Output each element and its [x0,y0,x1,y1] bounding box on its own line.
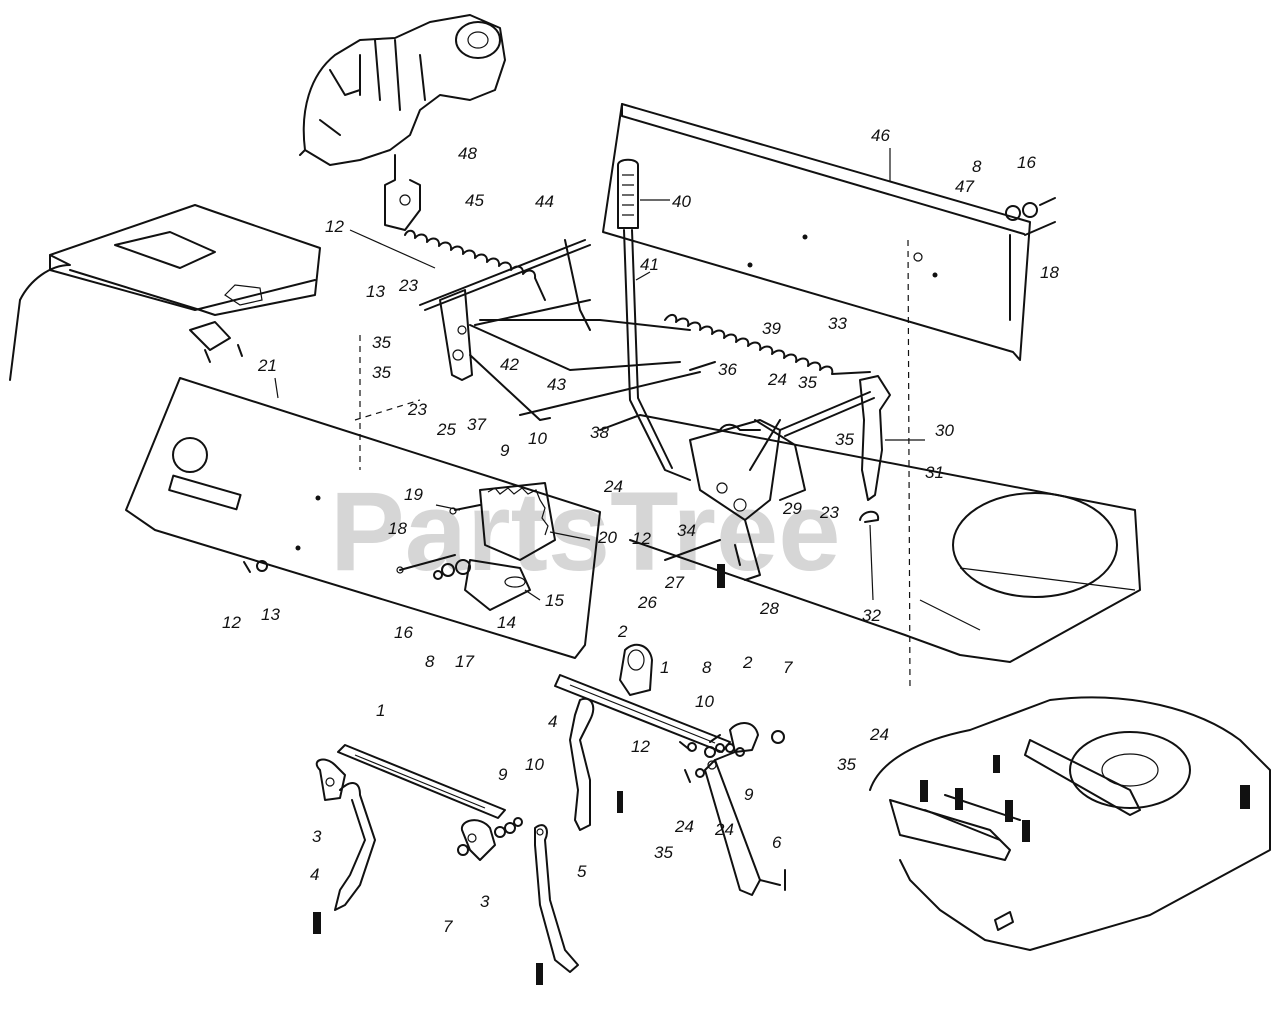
rod-33-arm-30 [779,375,891,523]
spring-39 [664,314,871,375]
part-label-35: 35 [835,430,854,449]
part-label-35: 35 [372,363,391,382]
part-label-32: 32 [862,606,881,625]
engine-assembly [299,14,506,166]
part-label-2: 2 [617,622,628,641]
part-label-14: 14 [497,613,516,632]
link-6 [679,734,786,896]
part-label-24: 24 [767,370,787,389]
part-label-35: 35 [837,755,856,774]
part-label-1: 1 [660,658,669,677]
deck-bar-left [313,744,523,934]
part-label-47: 47 [955,177,974,196]
part-label-13: 13 [366,282,385,301]
part-label-21: 21 [257,356,277,375]
part-label-48: 48 [458,144,477,163]
part-label-8: 8 [972,157,982,176]
part-label-18: 18 [1040,263,1059,282]
battery-tray [9,204,321,381]
lift-linkage [439,289,716,421]
part-label-35: 35 [654,843,673,862]
part-label-17: 17 [455,652,474,671]
mower-deck [869,696,1271,951]
part-label-7: 7 [783,658,793,677]
part-label-28: 28 [759,599,779,618]
part-label-16: 16 [394,623,413,642]
part-label-36: 36 [718,360,737,379]
part-label-3: 3 [312,827,322,846]
hardware-set-top-right [1005,197,1056,321]
rod-44 [419,239,591,331]
part-label-37: 37 [467,415,486,434]
part-label-31: 31 [925,463,944,482]
part-label-35: 35 [798,373,817,392]
part-label-24: 24 [869,725,889,744]
part-label-30: 30 [935,421,954,440]
part-label-38: 38 [590,423,609,442]
part-label-33: 33 [828,314,847,333]
part-label-12: 12 [222,613,241,632]
part-label-12: 12 [325,217,344,236]
part-label-6: 6 [772,833,782,852]
part-label-35: 35 [372,333,391,352]
part-label-43: 43 [547,375,566,394]
part-label-4: 4 [548,712,557,731]
part-label-18: 18 [388,519,407,538]
part-label-27: 27 [664,573,684,592]
part-label-42: 42 [500,355,519,374]
part-label-8: 8 [702,658,712,677]
part-label-9: 9 [500,441,510,460]
part-label-44: 44 [535,192,554,211]
part-label-24: 24 [603,477,623,496]
part-label-19: 19 [404,485,423,504]
part-label-39: 39 [762,319,781,338]
part-label-4: 4 [310,865,319,884]
part-label-9: 9 [744,785,754,804]
lift-bracket-assembly [689,419,806,581]
rear-pins [664,539,741,588]
part-label-16: 16 [1017,153,1036,172]
part-label-1: 1 [376,701,385,720]
part-label-5: 5 [577,862,587,881]
part-label-23: 23 [407,400,427,419]
part-label-41: 41 [640,255,659,274]
bracket-48 [384,154,421,231]
part-label-45: 45 [465,191,484,210]
part-label-8: 8 [425,652,435,671]
watermark: PartsTree [330,469,841,594]
sector-gear-20 [479,482,556,561]
part-label-23: 23 [398,276,418,295]
part-label-24: 24 [674,817,694,836]
part-label-20: 20 [597,528,617,547]
part-label-23: 23 [819,503,839,522]
part-label-15: 15 [545,591,564,610]
part-label-12: 12 [632,529,651,548]
front-panel-21 [125,377,601,659]
part-label-40: 40 [672,192,691,211]
part-label-34: 34 [677,521,696,540]
part-label-46: 46 [871,126,890,145]
part-number-labels: 46 8 16 47 18 40 41 48 45 44 12 13 23 35… [222,126,1059,936]
part-label-7: 7 [443,917,453,936]
part-label-9: 9 [498,765,508,784]
part-label-10: 10 [525,755,544,774]
part-label-3: 3 [480,892,490,911]
part-label-10: 10 [528,429,547,448]
part-label-12: 12 [631,737,650,756]
lift-lever-41 [617,158,691,481]
link-5 [534,824,579,985]
part-label-29: 29 [782,499,802,518]
part-label-26: 26 [637,593,657,612]
rear-fender-body [354,239,1141,691]
part-label-25: 25 [436,420,456,439]
part-label-13: 13 [261,605,280,624]
part-label-10: 10 [695,692,714,711]
dashboard-panel-46 [602,103,1031,361]
part-label-2: 2 [742,653,753,672]
pivot-bracket [464,559,531,611]
leader-lines [274,148,925,601]
part-label-24: 24 [714,820,734,839]
